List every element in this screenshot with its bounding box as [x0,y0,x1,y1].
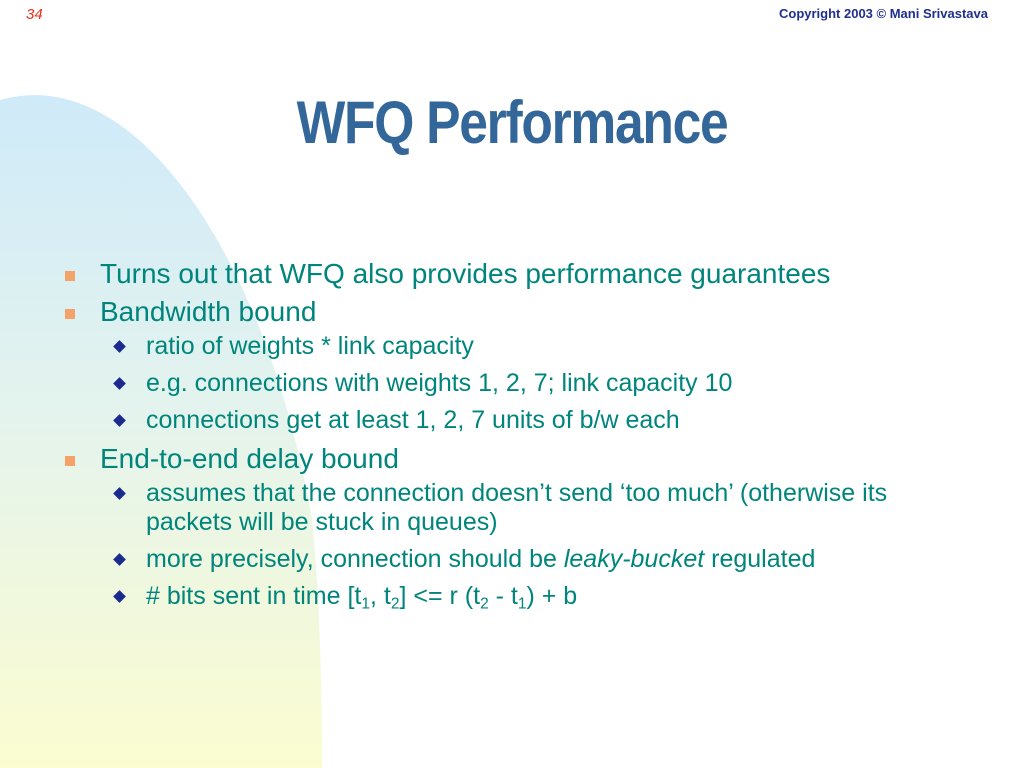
sub-bullet-text: e.g. connections with weights 1, 2, 7; l… [146,369,733,397]
sub-bullet-text: connections get at least 1, 2, 7 units o… [146,406,680,434]
copyright-notice: Copyright 2003 © Mani Srivastava [779,6,988,21]
sub-bullet-item: e.g. connections with weights 1, 2, 7; l… [62,369,962,398]
square-bullet-icon [65,271,75,281]
diamond-bullet-icon [113,377,126,390]
bullet-item: Bandwidth bound [62,296,962,328]
sub-bullet-item: # bits sent in time [t1, t2] <= r (t2 - … [62,582,962,613]
diamond-bullet-icon [113,487,126,500]
bullet-list: Turns out that WFQ also provides perform… [62,258,962,619]
bullet-item: Turns out that WFQ also provides perform… [62,258,962,290]
sub-bullet-text: more precisely, connection should be lea… [146,545,816,573]
diamond-bullet-icon [113,590,126,603]
sub-bullet-item: more precisely, connection should be lea… [62,545,962,574]
formula-text: # bits sent in time [t1, t2] <= r (t2 - … [146,582,578,613]
bullet-item: End-to-end delay bound [62,443,962,475]
emphasis-text: leaky-bucket [563,545,705,573]
square-bullet-icon [65,456,75,466]
square-bullet-icon [65,309,75,319]
bullet-text: End-to-end delay bound [100,443,399,474]
sub-bullet-item: ratio of weights * link capacity [62,332,962,361]
sub-bullet-text: assumes that the connection doesn’t send… [146,479,888,536]
diamond-bullet-icon [113,414,126,427]
bullet-text: Turns out that WFQ also provides perform… [100,258,831,289]
bullet-text: Bandwidth bound [100,296,317,327]
sub-bullet-item: connections get at least 1, 2, 7 units o… [62,406,962,435]
diamond-bullet-icon [113,553,126,566]
diamond-bullet-icon [113,340,126,353]
slide-number: 34 [26,6,43,23]
slide-title: WFQ Performance [296,89,729,156]
sub-bullet-item: assumes that the connection doesn’t send… [62,479,962,537]
sub-bullet-text: ratio of weights * link capacity [146,332,474,360]
